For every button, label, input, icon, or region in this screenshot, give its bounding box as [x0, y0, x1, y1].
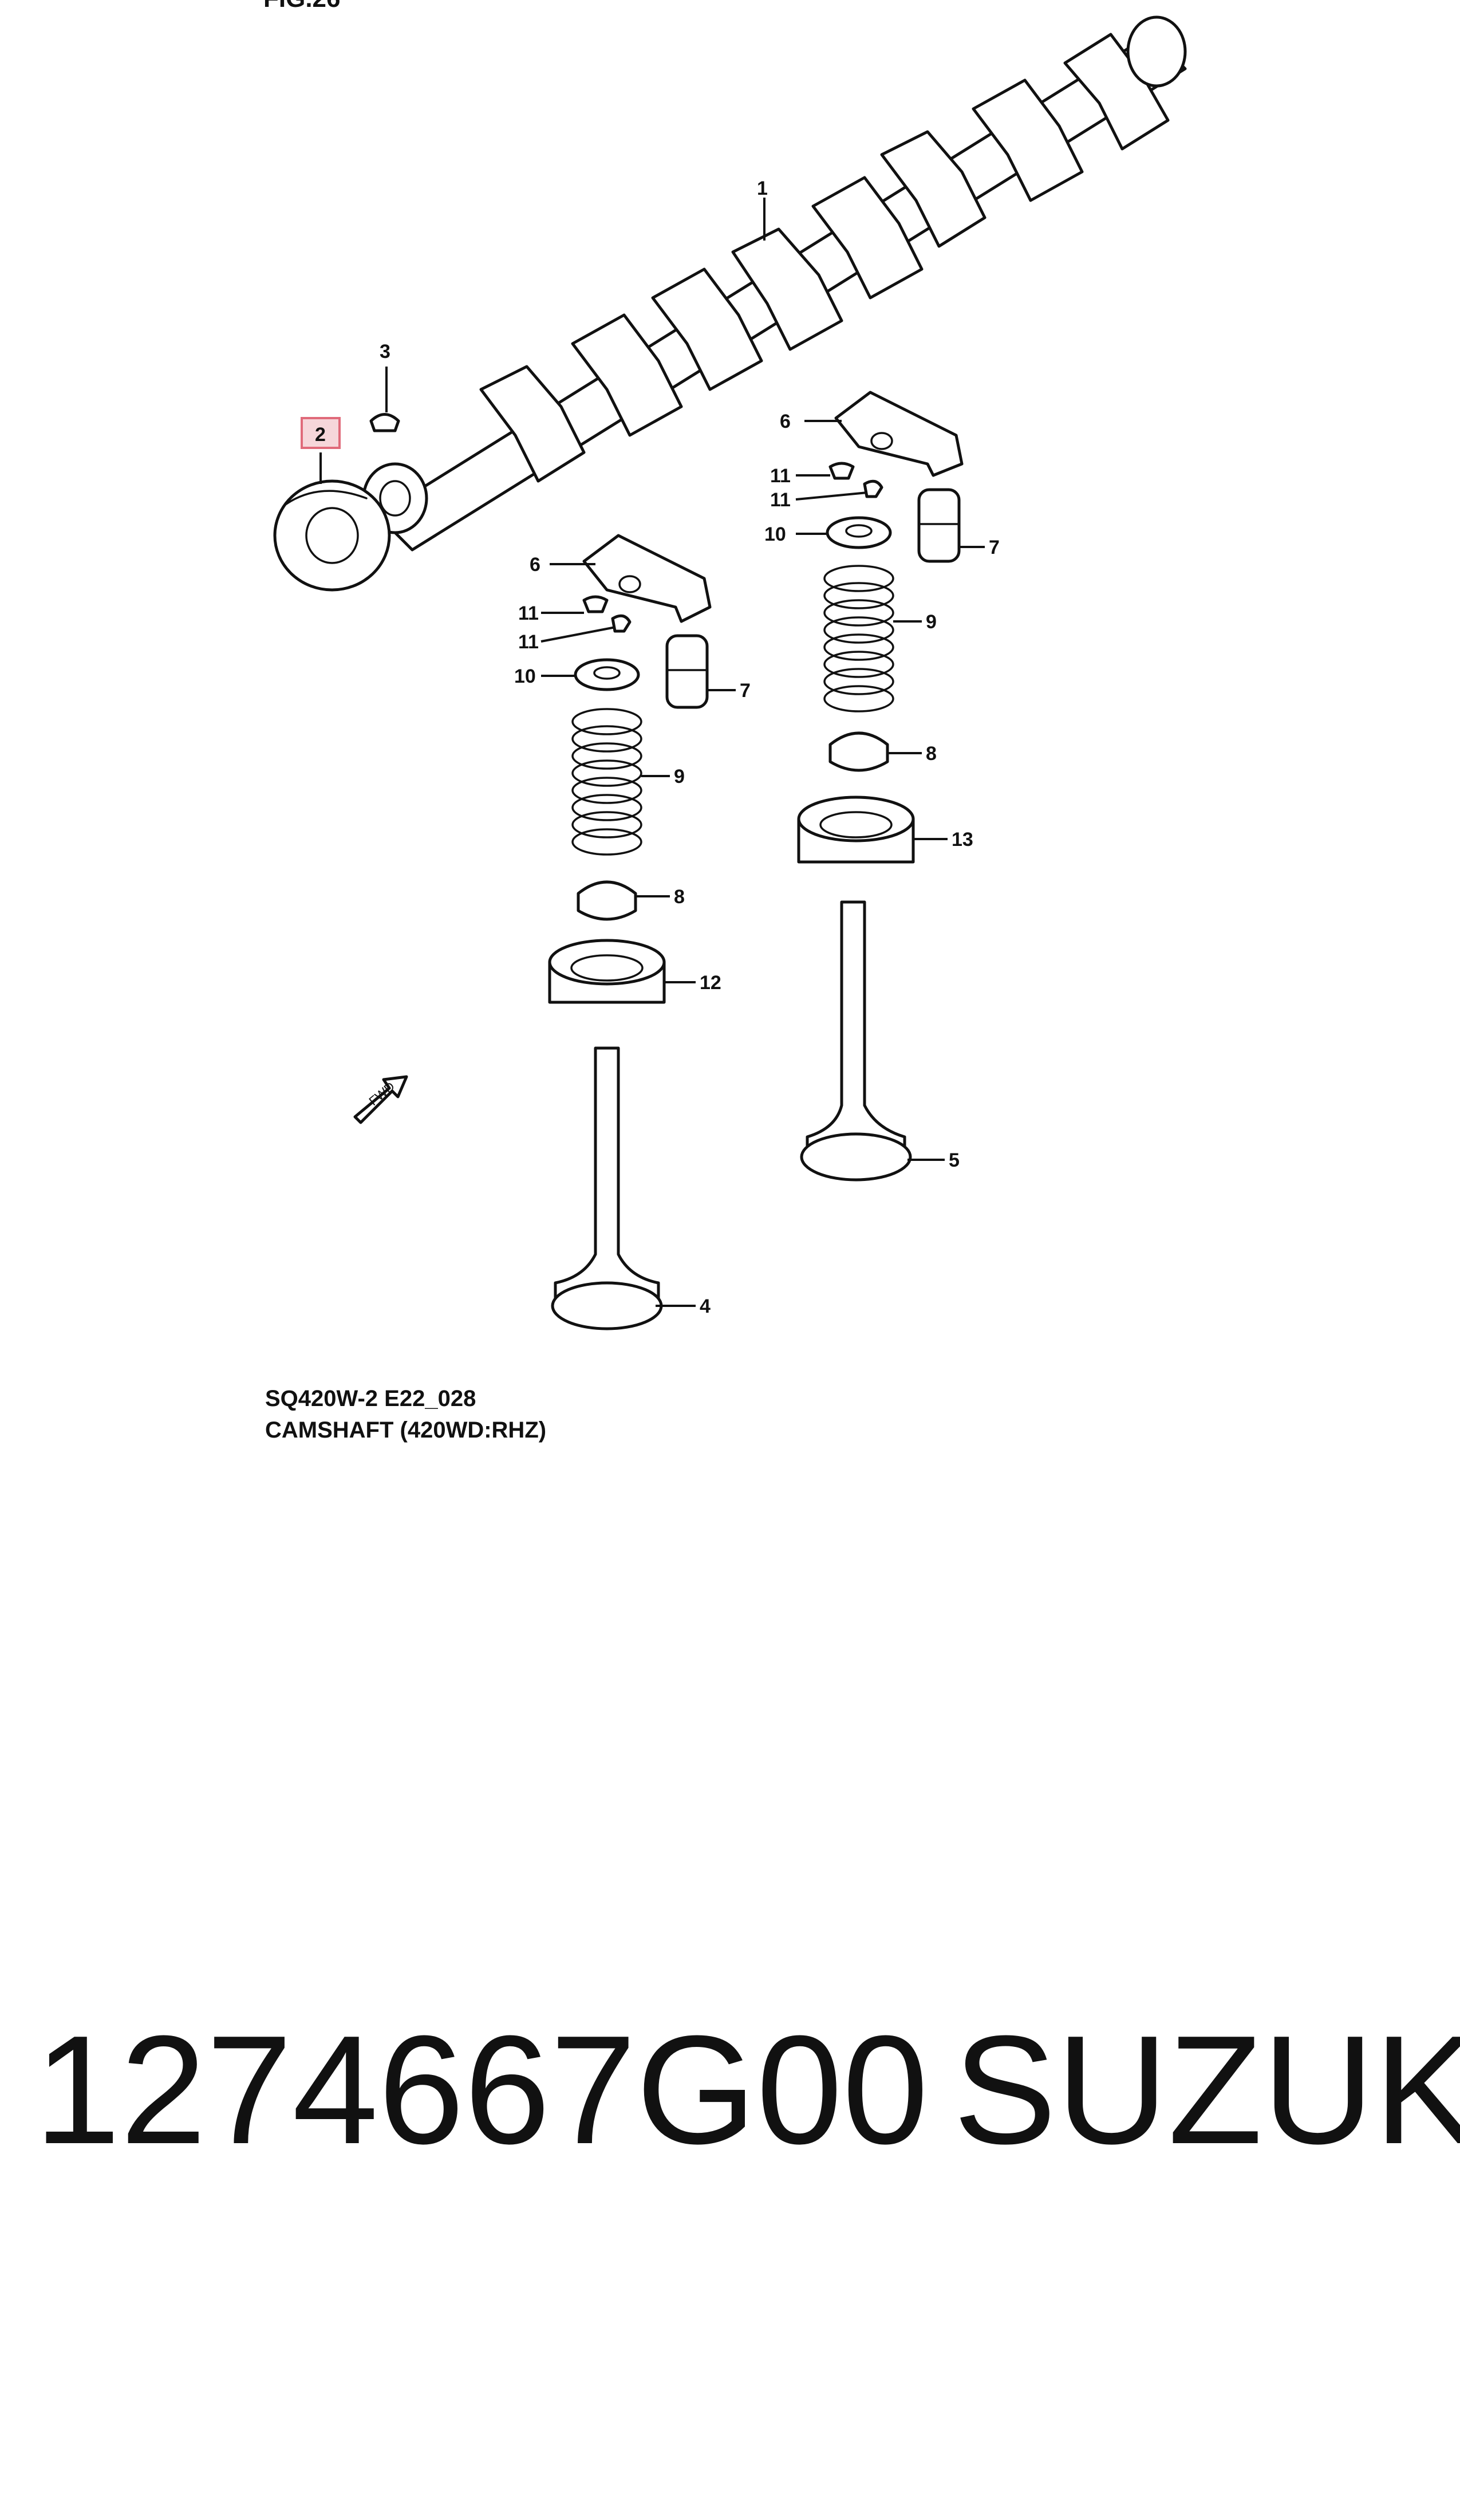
callout-13[interactable]: 13	[952, 829, 973, 850]
woodruff-key[interactable]	[369, 413, 400, 432]
callout-11-right-b[interactable]: 11	[770, 489, 791, 511]
spring-retainer-left[interactable]	[574, 658, 640, 691]
exhaust-valve[interactable]	[800, 900, 912, 1182]
valve-seat-left[interactable]	[548, 939, 666, 1004]
callout-8-right[interactable]: 8	[926, 743, 937, 765]
callout-11-left-a[interactable]: 11	[518, 603, 539, 624]
callout-5[interactable]: 5	[949, 1149, 960, 1171]
figure-title: FIG.26	[263, 0, 341, 13]
part-number: 1274667G00	[34, 2004, 929, 2176]
callout-10-right[interactable]: 10	[764, 523, 786, 545]
callout-lines	[319, 198, 985, 1307]
callout-7-left[interactable]: 7	[740, 680, 751, 702]
oil-seal[interactable]	[273, 479, 391, 592]
callout-1[interactable]: 1	[757, 178, 768, 199]
brand-name: SUZUKI	[953, 2004, 1460, 2176]
camshaft-exploded-diagram: FIG.26	[263, 0, 1187, 1443]
callout-6-right[interactable]: 6	[780, 411, 791, 432]
spring-retainer-right[interactable]	[826, 516, 892, 549]
valve-stem-seal-left[interactable]	[577, 880, 637, 921]
cam-lobes	[479, 15, 1187, 483]
valve-spring-right[interactable]	[823, 565, 894, 712]
callout-4[interactable]: 4	[700, 1296, 711, 1317]
callout-6-left[interactable]: 6	[530, 554, 540, 576]
valve-spring-left[interactable]	[571, 708, 642, 856]
callout-3[interactable]: 3	[380, 341, 390, 363]
valve-seat-right[interactable]	[797, 796, 915, 864]
caption-name: CAMSHAFT (420WD:RHZ)	[265, 1418, 546, 1443]
caption-code: SQ420W-2 E22_028	[265, 1386, 476, 1411]
callout-7-right[interactable]: 7	[989, 537, 1000, 558]
callout-labels: 1 2 3 4 5 6 6 7 7 8 8 9 9 10 10 11 11 11…	[301, 178, 1000, 1317]
callout-2[interactable]: 2	[315, 424, 326, 446]
part-info-footer: 1274667G00 SUZUKI	[0, 2005, 1460, 2176]
callout-9-left[interactable]: 9	[674, 766, 685, 788]
callout-8-left[interactable]: 8	[674, 886, 685, 908]
valve-cotter-right[interactable]	[828, 462, 883, 498]
rocker-arm-right[interactable]	[834, 391, 964, 477]
rocker-arm-left[interactable]	[582, 534, 712, 623]
intake-valve[interactable]	[551, 1046, 663, 1330]
callout-11-left-b[interactable]: 11	[518, 631, 539, 653]
callout-10-left[interactable]: 10	[514, 666, 536, 687]
callout-11-right-a[interactable]: 11	[770, 465, 791, 487]
fwd-arrow-icon: FWD	[353, 1075, 408, 1124]
lash-adjuster-left[interactable]	[665, 634, 709, 709]
valve-stem-seal-right[interactable]	[828, 731, 889, 772]
callout-9-right[interactable]: 9	[926, 611, 937, 633]
callout-12[interactable]: 12	[700, 972, 721, 994]
valve-cotter-left[interactable]	[582, 595, 632, 633]
lash-adjuster-right[interactable]	[917, 488, 961, 563]
callout-2-highlight	[301, 417, 341, 449]
